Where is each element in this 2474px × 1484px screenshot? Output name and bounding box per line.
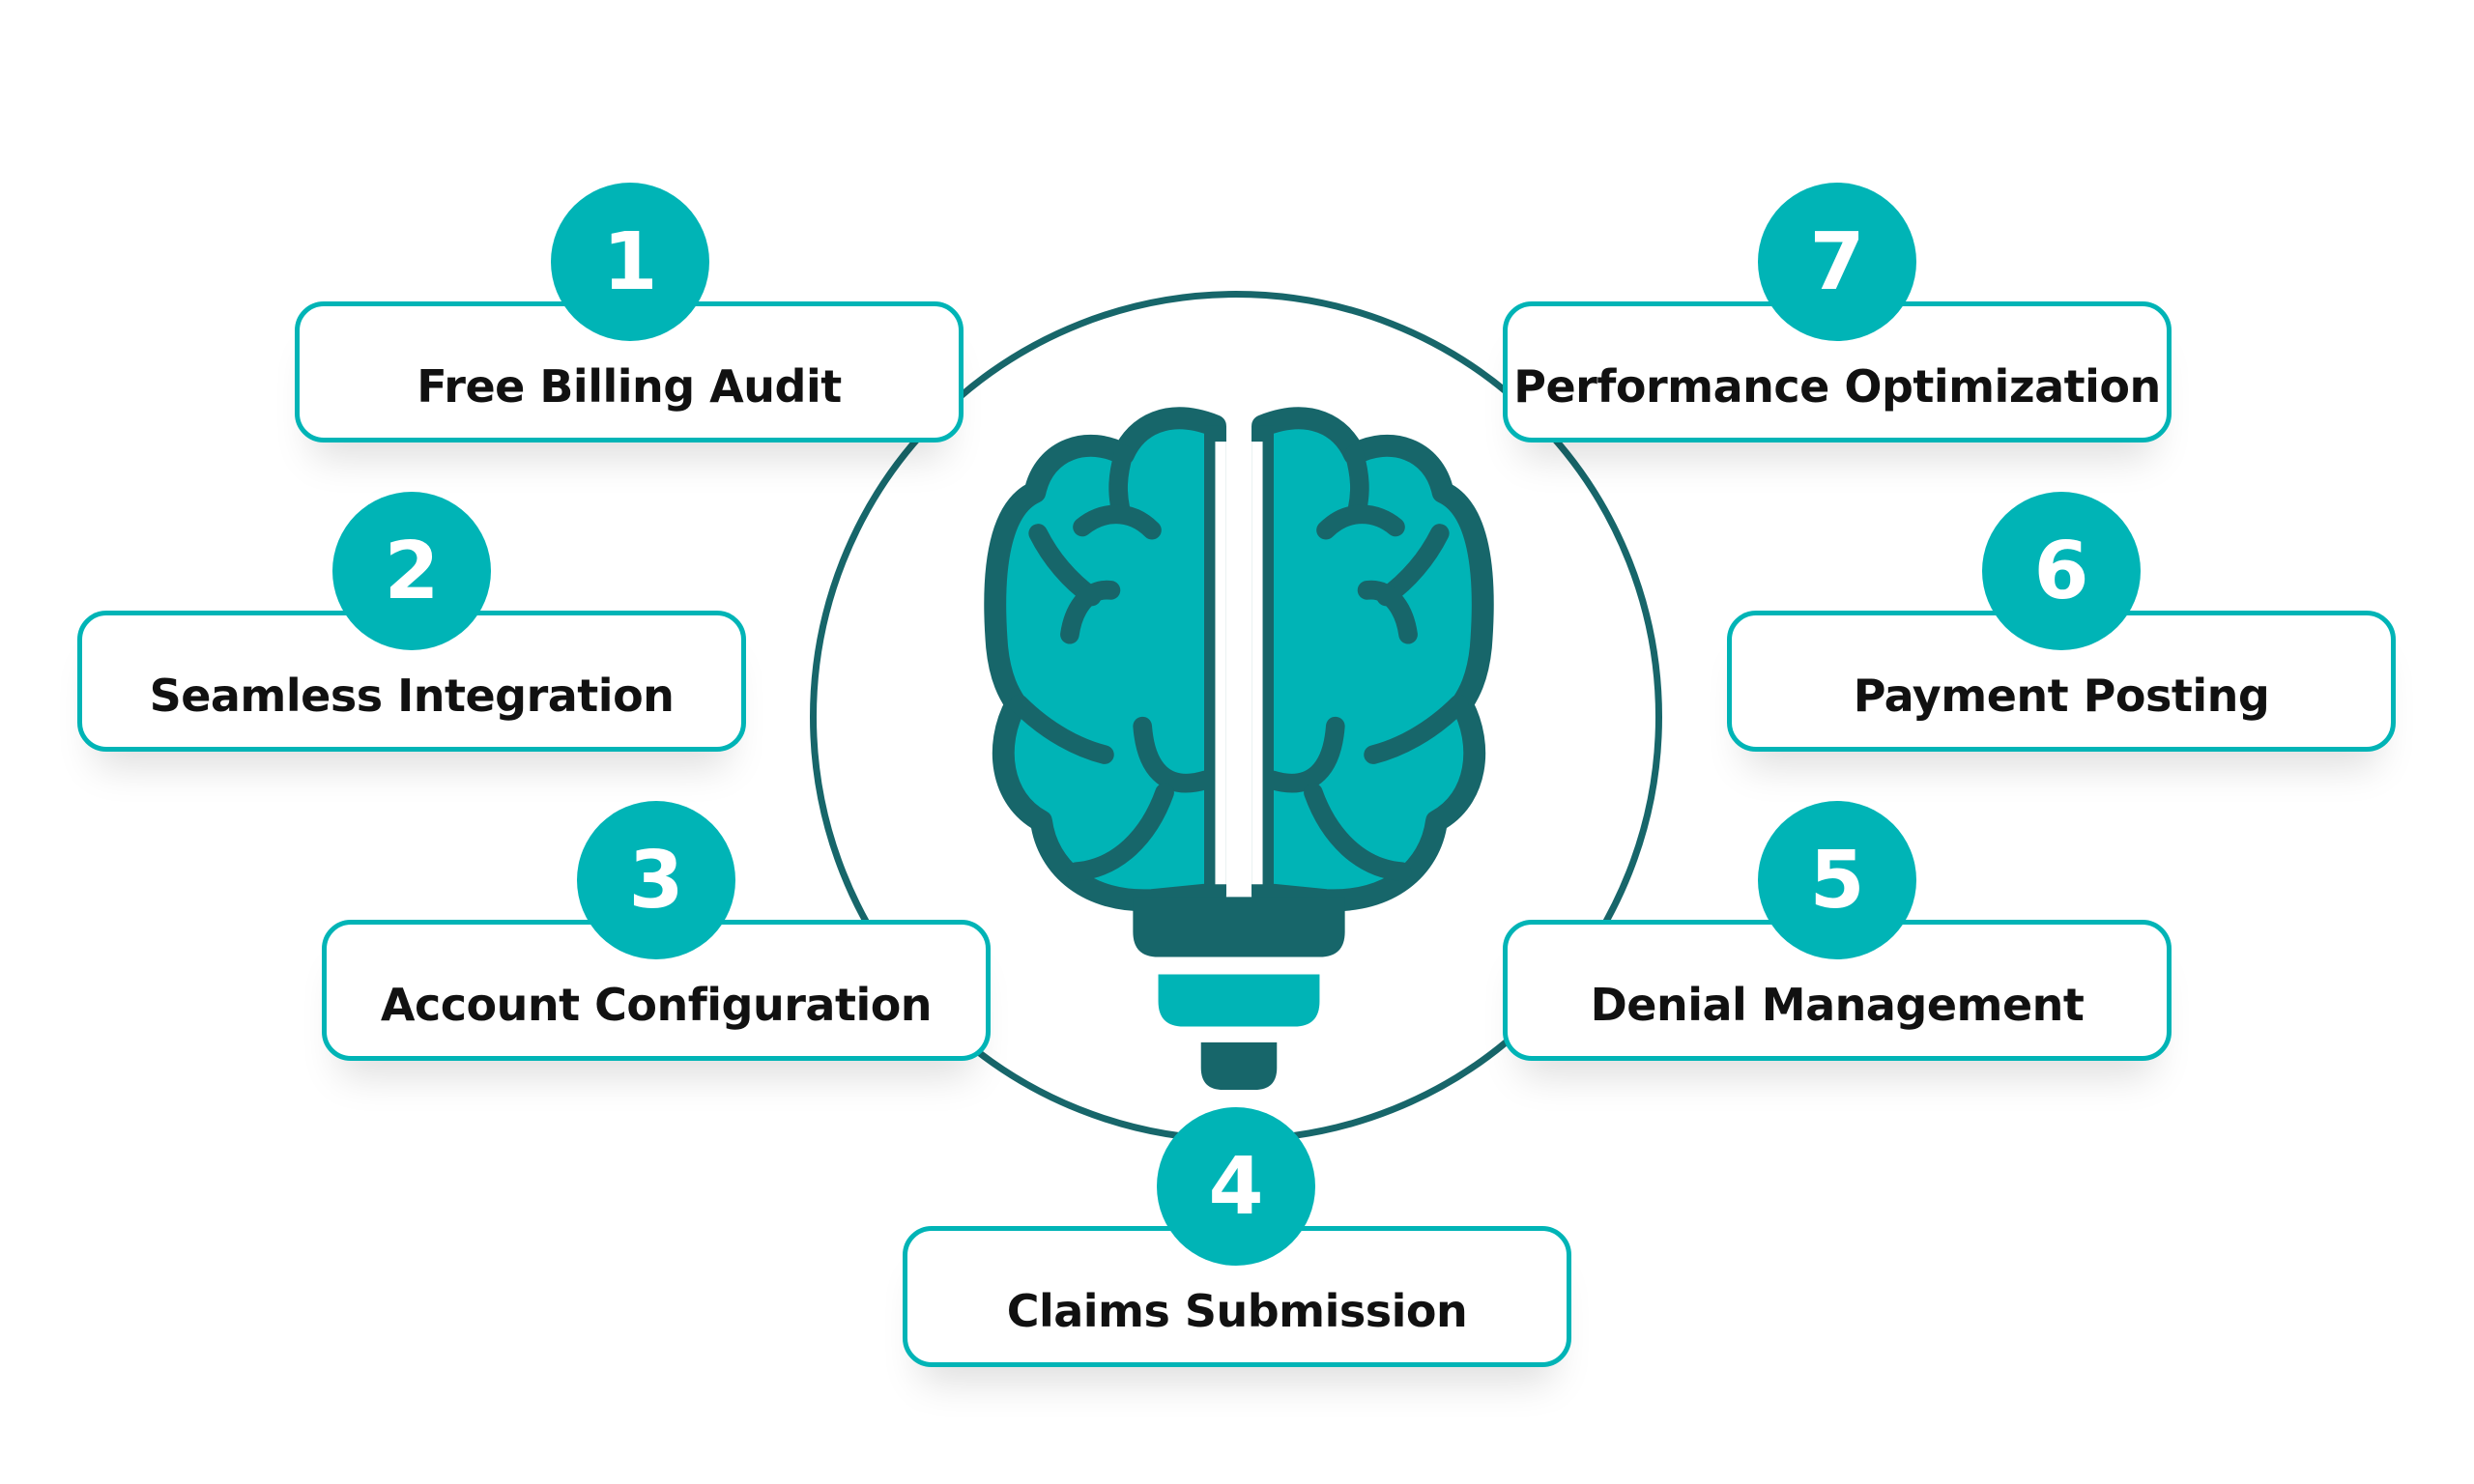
step-label: Performance Optimization bbox=[1513, 360, 2161, 413]
step-label: Seamless Integration bbox=[149, 670, 675, 722]
bulb-base-bottom bbox=[1200, 1042, 1278, 1090]
step-label: Free Billing Audit bbox=[417, 360, 842, 413]
step-card-6: Payment Posting bbox=[1727, 611, 2396, 752]
step-label: Denial Management bbox=[1590, 979, 2085, 1031]
step-card-4: Claims Submission bbox=[903, 1226, 1571, 1367]
step-card-5: Denial Management bbox=[1503, 920, 2172, 1061]
step-number-badge-3: 3 bbox=[577, 801, 735, 959]
brain-left-hemisphere bbox=[984, 407, 1226, 912]
step-card-7: Performance Optimization bbox=[1503, 301, 2172, 442]
step-number-badge-2: 2 bbox=[332, 492, 491, 650]
bulb-base-top bbox=[1133, 897, 1345, 957]
step-number-badge-1: 1 bbox=[551, 183, 709, 341]
step-number-badge-5: 5 bbox=[1758, 801, 1916, 959]
brain-right-hemisphere bbox=[1251, 407, 1494, 912]
step-label: Claims Submission bbox=[1006, 1285, 1468, 1337]
brain-lightbulb-icon bbox=[984, 407, 1494, 1090]
step-label: Payment Posting bbox=[1853, 670, 2270, 722]
bulb-base-middle bbox=[1158, 974, 1320, 1027]
step-number-badge-4: 4 bbox=[1157, 1107, 1315, 1266]
step-number-badge-6: 6 bbox=[1982, 492, 2141, 650]
step-number-badge-7: 7 bbox=[1758, 183, 1916, 341]
step-label: Account Configuration bbox=[380, 979, 933, 1031]
